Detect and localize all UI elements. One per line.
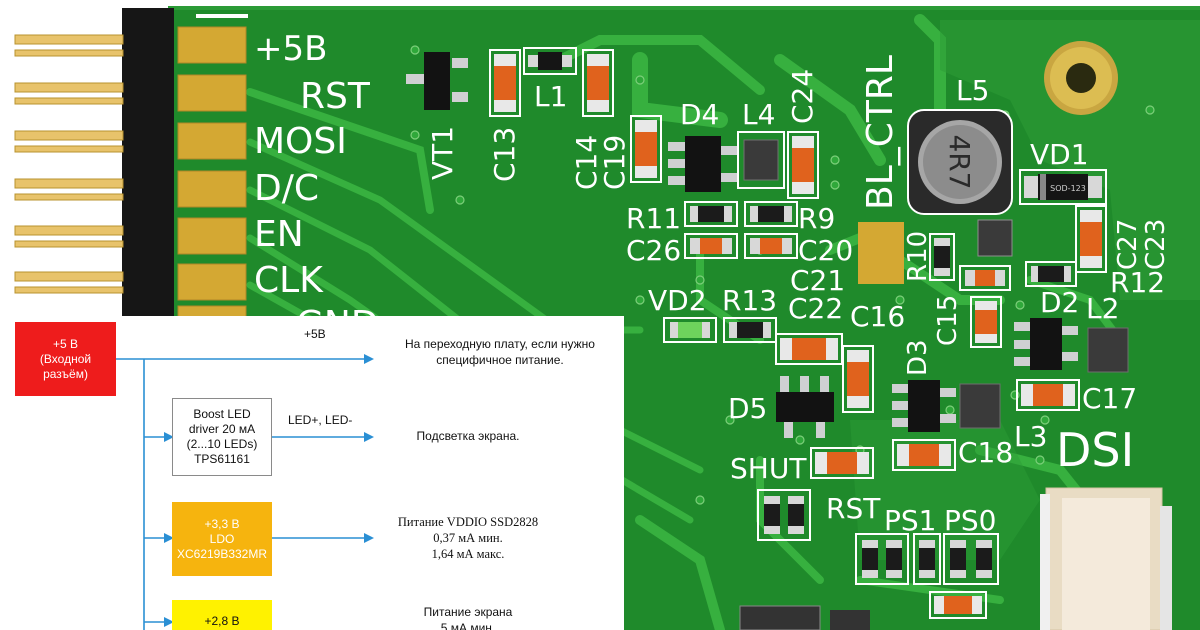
refdes-label: C18 (958, 436, 1013, 469)
inductor-l1 (523, 47, 577, 75)
refdes-label: D2 (1040, 286, 1079, 319)
ic-d3 (892, 380, 956, 432)
refdes-label: C24 (786, 69, 819, 124)
block-line: XC6219B332MR (176, 546, 268, 561)
refdes-label: R9 (798, 202, 835, 235)
refdes-label: D5 (728, 392, 767, 425)
desc-vddio: Питание VDDIO SSD2828 0,37 мА мин. 1,64 … (380, 514, 556, 562)
pin-label: CLK (254, 260, 324, 301)
pin-label: EN (254, 214, 304, 255)
refdes-labels: VT1 C13 L1 C14 C19 D4 L4 C24 R11 R9 C26 … (426, 55, 1171, 537)
refdes-label: C15 (933, 295, 963, 346)
desc-line: 1,64 мА макс. (431, 547, 505, 561)
refdes-label: D3 (903, 339, 933, 376)
refdes-label: DSI (1056, 423, 1134, 477)
block-line: TPS61161 (194, 452, 250, 466)
ic-d5 (776, 376, 834, 438)
pin-header (14, 8, 248, 324)
desc-line: Питание VDDIO SSD2828 (397, 515, 539, 529)
small-capacitors (684, 233, 1011, 291)
refdes-label: SHUT (730, 452, 807, 485)
refdes-label: C21 (790, 264, 845, 297)
svg-text:SOD-123: SOD-123 (1050, 184, 1086, 193)
refdes-label: C14 (570, 135, 603, 190)
inductor-l2 (1087, 327, 1129, 373)
refdes-label: C19 (598, 135, 631, 190)
refdes-label: C20 (798, 234, 853, 267)
desc-line: 5 мА мин. (440, 621, 496, 630)
refdes-label: C13 (488, 127, 521, 182)
block-ldo-3v3: +3,3 В LDO XC6219B332MR (172, 502, 272, 576)
block-line: driver 20 мА (188, 422, 256, 436)
refdes-label: VT1 (426, 126, 459, 180)
transistor-vt1 (406, 52, 468, 110)
inductor-l4 (737, 131, 785, 189)
inductor-l5: 4R7 (907, 109, 1013, 215)
block-2v8: +2,8 В (172, 600, 272, 630)
ic-bottom (739, 605, 821, 630)
refdes-label: C26 (626, 234, 681, 267)
refdes-label: C27 (1113, 219, 1143, 270)
refdes-label: R12 (1110, 266, 1165, 299)
pin-label: MOSI (254, 121, 347, 162)
refdes-label: PS0 (944, 504, 996, 537)
refdes-label: VD2 (648, 284, 707, 317)
fpc-connector (1040, 487, 1172, 630)
refdes-label: R11 (626, 202, 681, 235)
block-line: +2,8 В (204, 614, 240, 628)
desc-backlight: Подсветка экрана. (380, 428, 556, 444)
diagram-wires (116, 354, 374, 630)
power-diagram: +5 В (Входной разъём) Boost LED driver 2… (0, 316, 624, 630)
refdes-label: BL_CTRL (860, 55, 901, 210)
ic-d2 (1014, 318, 1078, 370)
desc-line: Питание экрана (423, 605, 513, 619)
desc-line: На переходную плату, если нужно (405, 337, 595, 351)
inductor-l3 (959, 383, 1001, 429)
pin-label: D/C (254, 168, 319, 209)
refdes-label: L1 (534, 80, 567, 113)
block-line: разъём) (43, 366, 88, 381)
desc-adapter-board: На переходную плату, если нужно специфич… (380, 336, 620, 368)
diode-vd1: SOD-123 (1019, 169, 1107, 205)
refdes-label: C22 (788, 292, 843, 325)
refdes-label: RST (826, 492, 881, 525)
refdes-label: PS1 (884, 504, 936, 537)
refdes-label: C23 (1141, 219, 1171, 270)
refdes-label: R13 (722, 284, 777, 317)
block-line: LDO (209, 531, 235, 546)
arrow-label-5v: +5В (304, 327, 326, 341)
pin-label: RST (300, 76, 371, 117)
svg-text:4R7: 4R7 (943, 134, 976, 189)
desc-line: специфичное питание. (436, 353, 564, 367)
pin-label: +5В (254, 29, 327, 69)
refdes-label: D4 (680, 98, 719, 131)
block-boost-driver: Boost LED driver 20 мА (2...10 LEDs) TPS… (172, 398, 272, 476)
capacitors (489, 49, 1107, 619)
led-vd2 (663, 317, 717, 343)
block-line: (2...10 LEDs) (186, 437, 258, 451)
desc-line: Подсветка экрана. (416, 429, 520, 443)
refdes-label: L5 (956, 74, 989, 107)
refdes-label: VD1 (1030, 138, 1089, 171)
ic-d4 (668, 136, 738, 192)
block-line: Boost LED (193, 407, 251, 421)
arrow-label-led: LED+, LED- (288, 413, 353, 427)
block-line: (Входной (39, 351, 92, 366)
mounting-hole-icon (1044, 41, 1118, 115)
refdes-label: R10 (903, 231, 933, 282)
refdes-label: L3 (1014, 420, 1047, 453)
refdes-label: L4 (742, 98, 775, 131)
bl-ctrl-pad (858, 222, 904, 284)
block-input-5v: +5 В (Входной разъём) (15, 322, 116, 396)
block-line: +5 В (52, 336, 79, 351)
ic-regulator (977, 219, 1013, 257)
resistors (684, 201, 1077, 585)
desc-display-power: Питание экрана 5 мА мин. (380, 604, 556, 630)
block-line: +3,3 В (204, 516, 240, 531)
refdes-label: C16 (850, 300, 905, 333)
refdes-label: C17 (1082, 382, 1137, 415)
refdes-label: L2 (1086, 292, 1119, 325)
desc-line: 0,37 мА мин. (433, 531, 503, 545)
